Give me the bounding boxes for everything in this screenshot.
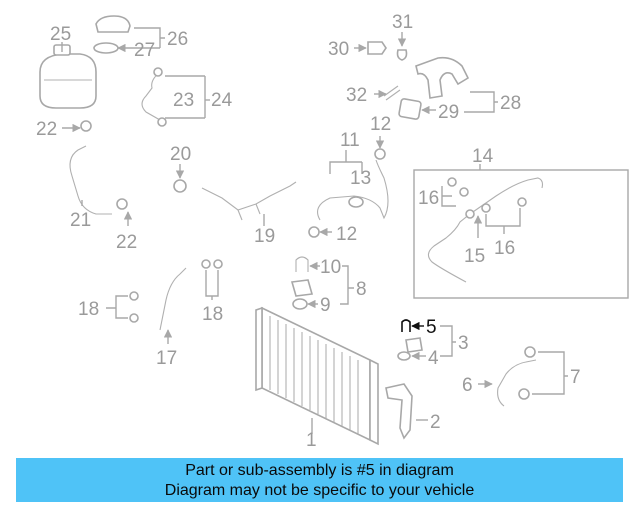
hose-14-part	[427, 177, 544, 283]
bracket-11	[329, 150, 363, 174]
bracket-8	[340, 265, 354, 305]
callout-20: 20	[170, 144, 191, 165]
sensor-30-part	[367, 41, 387, 55]
thermostat-housing-28-part	[415, 56, 470, 99]
callout-27: 27	[134, 40, 155, 61]
clamp-7-lower	[518, 388, 530, 400]
hose-17-part	[159, 267, 187, 331]
callout-28: 28	[500, 93, 521, 114]
callout-26: 26	[167, 29, 188, 50]
clip-5-part	[401, 319, 411, 332]
callout-30: 30	[328, 39, 349, 60]
callout-21: 21	[70, 210, 91, 231]
sub-assembly-14-box	[413, 169, 629, 299]
callout-16b: 16	[494, 238, 515, 259]
callout-14: 14	[472, 146, 494, 167]
callout-22-lower: 22	[116, 232, 137, 253]
clamp-16b-left	[481, 203, 491, 213]
callout-24: 24	[211, 90, 233, 111]
gasket-29-part	[398, 98, 422, 120]
callout-8: 8	[356, 279, 367, 300]
clip-32-part	[383, 85, 401, 101]
bracket-16a	[441, 186, 456, 207]
plug-3-part	[405, 337, 423, 353]
clamp-18-left-upper	[129, 291, 139, 301]
callout-32: 32	[346, 85, 367, 106]
clamp-22-upper-part	[80, 120, 92, 132]
gasket-20-part	[173, 179, 187, 193]
clamp-18-upper-right	[213, 259, 223, 269]
clamp-16a-lower	[459, 187, 469, 197]
bracket-26	[134, 27, 165, 48]
clamp-7-upper	[524, 346, 536, 358]
seal-31-part	[396, 49, 408, 61]
callout-2: 2	[430, 412, 441, 433]
hose-fitting-13-part	[348, 196, 364, 208]
reservoir-cap-part	[93, 15, 131, 54]
callout-23: 23	[173, 90, 194, 111]
clamp-18-upper-left	[201, 259, 211, 269]
callout-19: 19	[254, 226, 275, 247]
coolant-pipe-19-part	[201, 181, 297, 211]
callout-31: 31	[392, 12, 413, 33]
clamp-16a-upper	[447, 177, 457, 187]
callout-10: 10	[320, 257, 341, 278]
clip-10-part	[295, 256, 309, 272]
callout-3: 3	[458, 333, 469, 354]
callout-5: 5	[426, 317, 437, 338]
seal-4-part	[397, 351, 411, 361]
overflow-hose-part	[141, 67, 167, 127]
plug-8-part	[290, 279, 314, 297]
clamp-12-upper-part	[374, 148, 386, 160]
callout-9: 9	[320, 295, 331, 316]
clamp-12-lower-part	[308, 226, 320, 238]
callout-12-upper: 12	[370, 114, 391, 135]
seal-9-part	[292, 298, 308, 310]
clamp-18-left-lower	[129, 313, 139, 323]
callout-4: 4	[428, 348, 439, 369]
callout-18-right: 18	[202, 304, 223, 325]
bracket-16b	[485, 208, 521, 234]
callout-6: 6	[462, 375, 473, 396]
callout-25: 25	[50, 24, 71, 45]
callout-1: 1	[306, 430, 317, 451]
bracket-28	[464, 91, 498, 113]
callout-29: 29	[438, 102, 459, 123]
bracket-3	[440, 325, 456, 357]
banner-line-part-number: Part or sub-assembly is #5 in diagram	[185, 462, 454, 479]
pipe-19-stub	[237, 203, 261, 221]
clamp-22-lower-part	[116, 198, 128, 210]
callout-18-left: 18	[78, 299, 99, 320]
callout-17: 17	[156, 348, 177, 369]
bracket-2-part	[385, 383, 413, 440]
info-banner: Part or sub-assembly is #5 in diagram Di…	[16, 458, 623, 502]
hose-21-part	[69, 145, 112, 215]
callout-7: 7	[570, 367, 581, 388]
callout-15: 15	[464, 246, 485, 267]
bracket-7	[532, 351, 568, 395]
bracket-18a	[106, 295, 128, 319]
callout-22-upper: 22	[36, 119, 57, 140]
callout-16a: 16	[418, 188, 439, 209]
parts-diagram: 25 27 26 23 24 22 21 22 20 19 11 13 12	[36, 12, 629, 451]
coolant-reservoir-part	[39, 44, 97, 109]
fitting-15-part	[465, 209, 475, 219]
radiator-1-part	[255, 306, 379, 446]
hose-6-part	[497, 359, 537, 407]
callout-11: 11	[340, 130, 360, 151]
callout-12-lower: 12	[336, 224, 357, 245]
callout-13: 13	[350, 168, 371, 189]
radiator-hose-11-part	[317, 159, 389, 221]
bracket-23	[165, 75, 206, 119]
clamp-16b-right	[517, 197, 527, 207]
bracket-18b	[205, 270, 219, 300]
banner-line-disclaimer: Diagram may not be specific to your vehi…	[164, 482, 475, 499]
